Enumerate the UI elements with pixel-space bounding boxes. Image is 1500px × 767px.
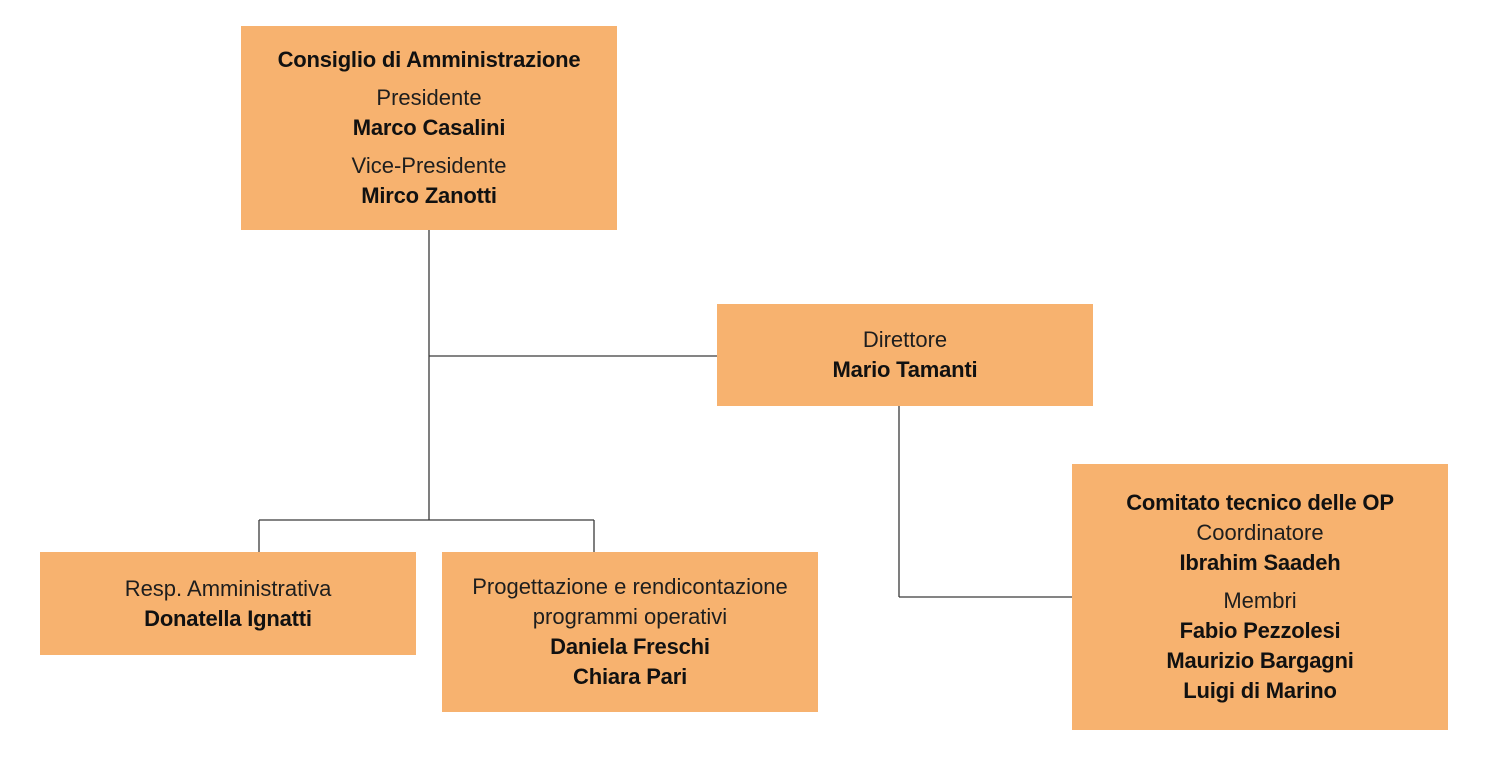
cda-role-vice-presidente: Vice-Presidente [351, 153, 507, 178]
progettazione-role-line2: programmi operativi [532, 604, 728, 629]
comitato-title: Comitato tecnico delle OP [1126, 490, 1394, 515]
comitato-member-2: Maurizio Bargagni [1166, 648, 1354, 673]
progettazione-role-line1: Progettazione e rendicontazione [472, 574, 788, 599]
direttore-name: Mario Tamanti [832, 357, 978, 382]
cda-name-presidente: Marco Casalini [352, 115, 506, 140]
box-consiglio-amministrazione: Consiglio di Amministrazione Presidente … [241, 26, 617, 230]
progettazione-name-1: Daniela Freschi [550, 634, 710, 659]
cda-role-presidente: Presidente [376, 85, 482, 110]
amministrativa-role: Resp. Amministrativa [124, 575, 332, 601]
direttore-role: Direttore [862, 327, 948, 352]
box-resp-amministrativa: Resp. Amministrativa Donatella Ignatti [40, 552, 416, 655]
cda-name-vice-presidente: Mirco Zanotti [361, 183, 497, 208]
box-direttore: Direttore Mario Tamanti [717, 304, 1093, 406]
comitato-role-membri: Membri [1223, 588, 1297, 613]
comitato-name-coordinatore: Ibrahim Saadeh [1179, 550, 1341, 575]
amministrativa-name: Donatella Ignatti [144, 605, 312, 631]
comitato-member-1: Fabio Pezzolesi [1179, 618, 1341, 643]
comitato-role-coordinatore: Coordinatore [1196, 520, 1324, 545]
box-progettazione: Progettazione e rendicontazione programm… [442, 552, 818, 712]
comitato-member-3: Luigi di Marino [1183, 678, 1337, 703]
cda-title: Consiglio di Amministrazione [277, 47, 581, 72]
box-comitato-tecnico: Comitato tecnico delle OP Coordinatore I… [1072, 464, 1448, 730]
progettazione-name-2: Chiara Pari [573, 664, 687, 689]
